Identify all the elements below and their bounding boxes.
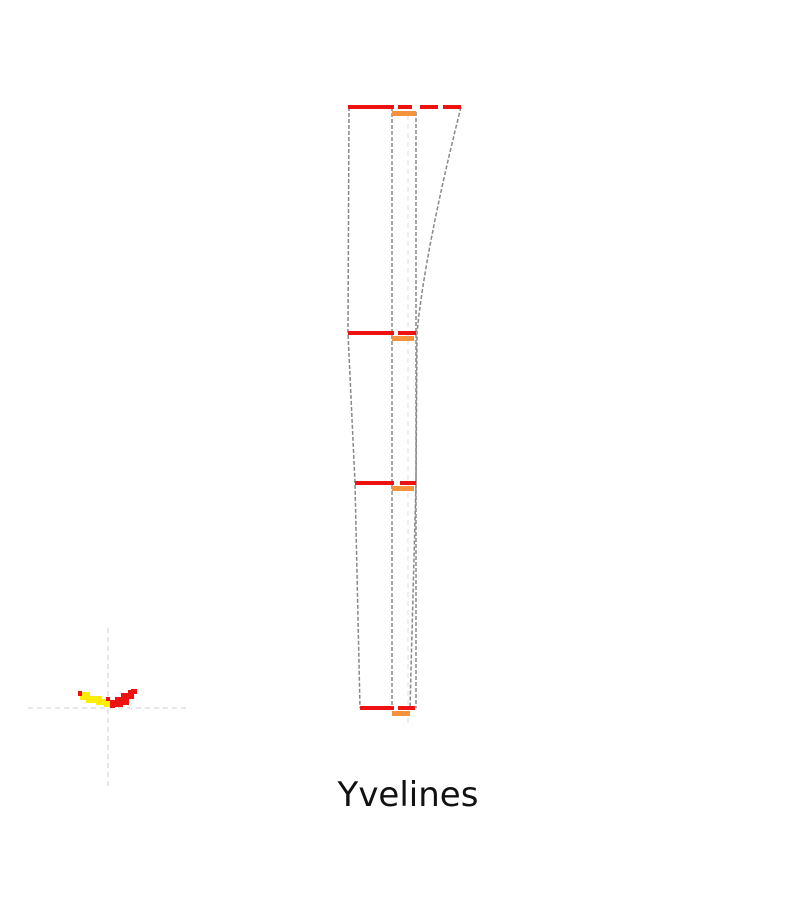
bar-3-primary	[355, 481, 394, 485]
bar-2-primary-segment	[398, 331, 416, 335]
bar-1-primary-segment	[398, 105, 412, 109]
bar-4-primary	[360, 706, 394, 710]
bar-1-primary-dash-b	[443, 105, 461, 109]
bar-4-secondary	[392, 711, 410, 716]
bar-2-secondary	[392, 336, 414, 341]
bar-3-primary-segment	[400, 481, 416, 485]
bar-group-1	[348, 105, 461, 116]
bar-1-primary	[348, 105, 394, 109]
map-shape-yellow	[80, 692, 110, 707]
bar-group-4	[360, 706, 415, 716]
bar-1-secondary	[392, 111, 416, 116]
bar-group-3	[355, 481, 416, 491]
map-shape-red	[78, 689, 137, 708]
connector-right-outer	[409, 106, 462, 709]
region-caption: Yvelines	[337, 775, 479, 815]
connector-left-outer	[347, 106, 361, 709]
bar-group-2	[348, 331, 416, 341]
bar-4-primary-segment	[398, 706, 415, 710]
bar-2-primary	[348, 331, 394, 335]
connector-lines	[347, 106, 462, 709]
bar-1-primary-dash-a	[420, 105, 438, 109]
mini-map	[28, 628, 188, 788]
bar-3-secondary	[392, 486, 414, 491]
